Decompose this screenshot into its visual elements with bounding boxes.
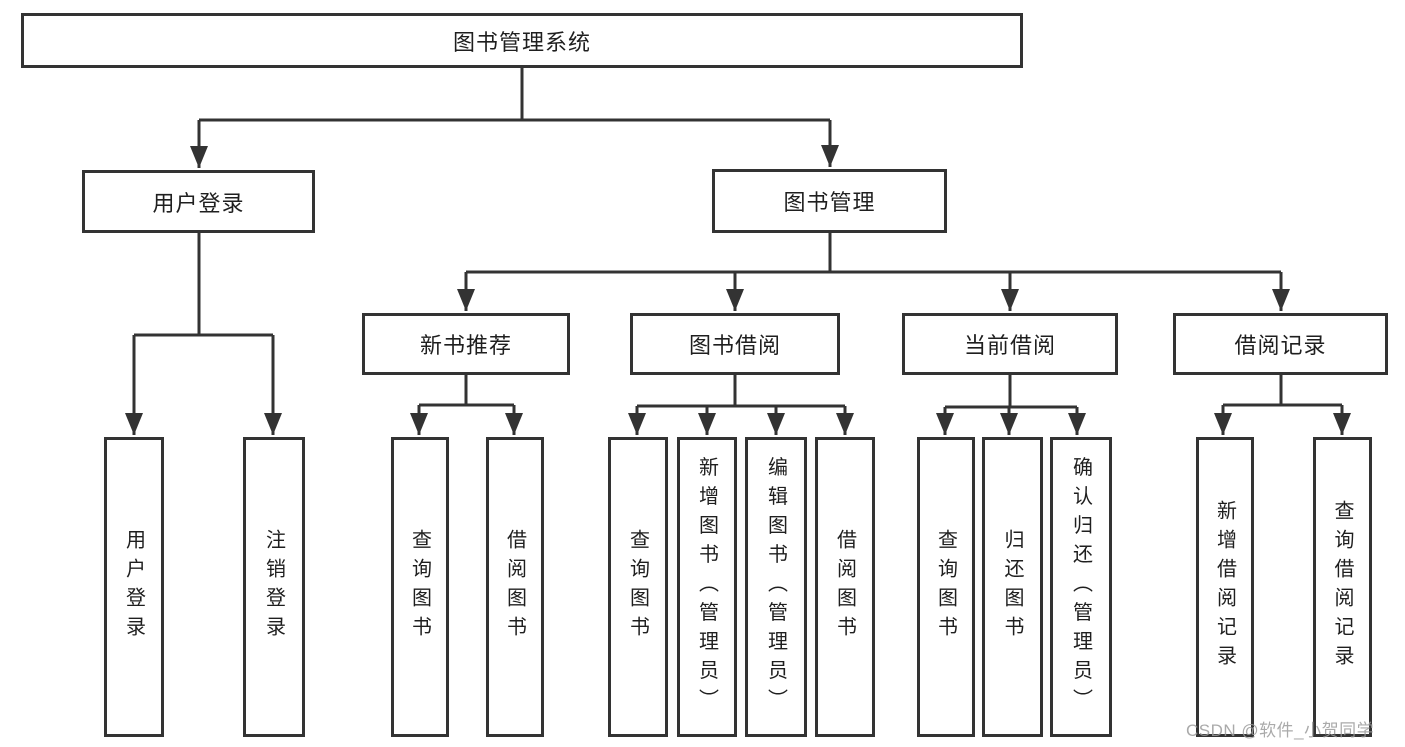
leaf-br-query-record: 查询借阅记录: [1313, 437, 1372, 737]
leaf-br-query-record-label: 查询借阅记录: [1331, 500, 1353, 674]
leaf-cb-confirm-return-label: 确认归还（管理员）: [1069, 456, 1092, 718]
leaf-br-add-record-label: 新增借阅记录: [1213, 500, 1236, 674]
node-book-management-label: 图书管理: [783, 190, 876, 215]
leaf-nbr-query-books: 查询图书: [391, 437, 449, 737]
node-root-label: 图书管理系统: [452, 29, 591, 55]
leaf-bb-borrow-books-label: 借阅图书: [833, 529, 856, 645]
leaf-bb-query-books-label: 查询图书: [626, 529, 649, 645]
node-book-borrowing-label: 图书借阅: [688, 333, 781, 358]
node-user-login-label: 用户登录: [152, 190, 245, 216]
leaf-bb-add-books: 新增图书（管理员）: [677, 437, 737, 737]
leaf-bb-edit-books-label: 编辑图书（管理员）: [764, 456, 787, 718]
leaf-logout: 注销登录: [243, 437, 305, 737]
node-current-borrowing: 当前借阅: [902, 313, 1118, 375]
node-borrowing-records: 借阅记录: [1173, 313, 1388, 375]
node-current-borrowing-label: 当前借阅: [963, 333, 1056, 358]
leaf-cb-return-books-label: 归还图书: [1001, 529, 1023, 645]
connector-arrows: [125, 120, 1351, 435]
leaf-nbr-borrow-books: 借阅图书: [486, 437, 544, 737]
node-borrowing-records-label: 借阅记录: [1234, 333, 1327, 358]
leaf-br-add-record: 新增借阅记录: [1196, 437, 1254, 737]
leaf-bb-query-books: 查询图书: [608, 437, 668, 737]
leaf-cb-return-books: 归还图书: [982, 437, 1043, 737]
leaf-bb-borrow-books: 借阅图书: [815, 437, 875, 737]
node-book-management: 图书管理: [712, 169, 947, 233]
leaf-bb-edit-books: 编辑图书（管理员）: [745, 437, 807, 737]
leaf-bb-add-books-label: 新增图书（管理员）: [695, 456, 718, 718]
leaf-cb-query-books-label: 查询图书: [934, 529, 957, 645]
node-new-book-recommend: 新书推荐: [362, 313, 570, 375]
leaf-nbr-query-books-label: 查询图书: [408, 529, 431, 645]
node-root: 图书管理系统: [21, 13, 1023, 68]
leaf-cb-query-books: 查询图书: [917, 437, 975, 737]
node-new-book-recommend-label: 新书推荐: [419, 333, 512, 358]
connector-trunks: [134, 68, 1342, 409]
leaf-cb-confirm-return: 确认归还（管理员）: [1050, 437, 1112, 737]
leaf-logout-label: 注销登录: [262, 529, 285, 645]
leaf-user-login: 用户登录: [104, 437, 164, 737]
node-book-borrowing: 图书借阅: [630, 313, 840, 375]
watermark: CSDN @软件_小贺同学: [1186, 721, 1375, 740]
leaf-nbr-borrow-books-label: 借阅图书: [503, 529, 526, 645]
leaf-user-login-label: 用户登录: [122, 529, 145, 645]
node-user-login: 用户登录: [82, 170, 315, 233]
